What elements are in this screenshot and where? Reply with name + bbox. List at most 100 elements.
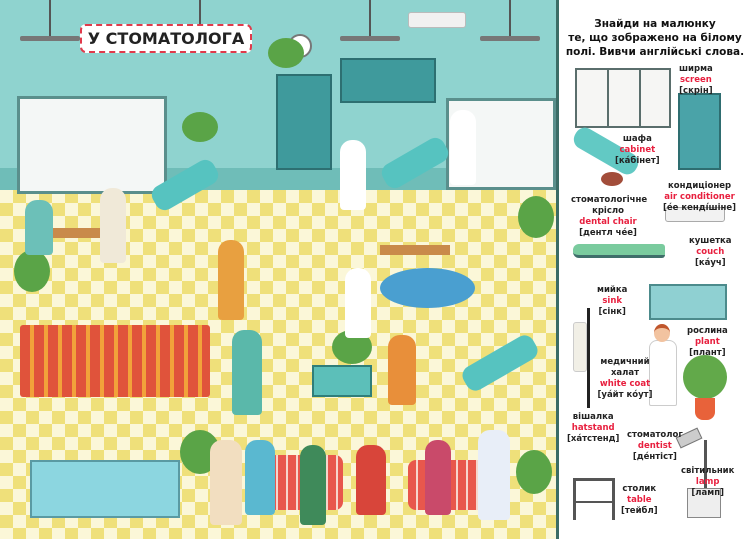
person [210,440,242,525]
person [245,440,275,515]
plant [14,250,50,292]
page-title: У СТОМАТОЛОГА [80,24,252,53]
word-en: air conditioner [664,192,735,202]
plant [518,196,554,238]
person [388,335,416,405]
word-pronunciation: [хáтстенд] [567,434,620,444]
word-en: dental chair [579,217,637,227]
cabinet [276,74,332,170]
word-en: hatstand [571,423,615,433]
wall-cabinet [340,58,436,103]
panel-heading: Знайди на малюнку те, що зображено на бі… [565,17,745,59]
word-pronunciation: [ламп] [691,488,724,498]
word-uk: стоматолог [627,430,683,440]
word-uk: стоматологічне крісло [571,195,648,216]
person [232,330,262,415]
person [478,430,510,520]
person [300,445,326,525]
person [100,188,126,263]
lamp-base [687,488,721,518]
ceiling-lamp [480,0,540,41]
plant-pot [695,398,715,420]
white-coat-icon [573,322,587,372]
dentist-figure [345,268,371,338]
word-uk: світильник [681,466,735,476]
heading-line: те, що зображено на білому [568,32,742,44]
rug [380,268,475,308]
dentist-figure [450,110,476,185]
table-icon [573,478,615,520]
plant [268,38,304,68]
dental-office-illustration: У СТОМАТОЛОГА [0,0,556,539]
heading-line: полі. Вивчи англійські слова. [565,46,745,58]
person [356,445,386,515]
plant-icon [683,355,727,399]
word-uk: кондиціонер [667,181,732,191]
sink [312,365,372,397]
word-pronunciation: [дéнтіст] [632,452,677,462]
screen-partition [17,96,167,194]
person [425,440,451,515]
sink-icon [649,284,727,320]
couch-icon [573,244,665,258]
plant [182,112,218,142]
hatstand-icon [587,308,590,408]
word-en: plant [694,337,720,347]
word-pronunciation: [дентл чéе] [579,228,637,238]
word-en: dentist [637,441,672,451]
word-en: couch [696,247,725,257]
word-pronunciation: [кáбінет] [615,156,660,166]
vocabulary-panel: Знайди на малюнку те, що зображено на бі… [556,0,745,539]
word-en: screen [679,75,712,85]
desk [40,228,110,238]
rug [20,325,210,397]
word-pronunciation: [тейбл] [621,506,658,516]
lamp-icon [704,440,707,490]
cabinet-icon [678,93,721,170]
reception-desk [30,460,180,518]
word-uk: вішалка [572,412,614,422]
person [218,240,244,320]
person [25,200,53,255]
word-uk: кушетка [689,236,732,246]
word-uk: ширма [679,64,713,74]
word-uk: рослина [687,326,728,336]
desk [380,245,450,255]
word-pronunciation: [сінк] [598,307,626,317]
dental-chair-base [601,172,623,186]
word-pronunciation: [скрін] [679,86,713,96]
air-conditioner-icon [665,207,725,222]
ceiling-lamp [20,0,80,41]
ceiling-lamp [340,0,400,41]
dentist-icon [649,340,677,406]
word-pronunciation: [éе кендíшіне] [663,203,737,213]
word-pronunciation: [плант] [689,348,726,358]
word-en: lamp [695,477,720,487]
air-conditioner [408,12,466,28]
word-uk: шафа [622,134,652,144]
word-uk: столик [622,484,657,494]
dentist-head [654,324,670,342]
plant [516,450,552,494]
word-pronunciation: [уáйт кóут] [597,390,653,400]
heading-line: Знайди на малюнку [594,18,716,30]
word-en: white coat [599,379,651,389]
word-en: cabinet [619,145,656,155]
word-uk: медичний халат [600,357,650,378]
word-pronunciation: [кáуч] [694,258,726,268]
screen-icon [575,68,671,128]
word-uk: мийка [597,285,628,295]
word-en: sink [602,296,623,306]
